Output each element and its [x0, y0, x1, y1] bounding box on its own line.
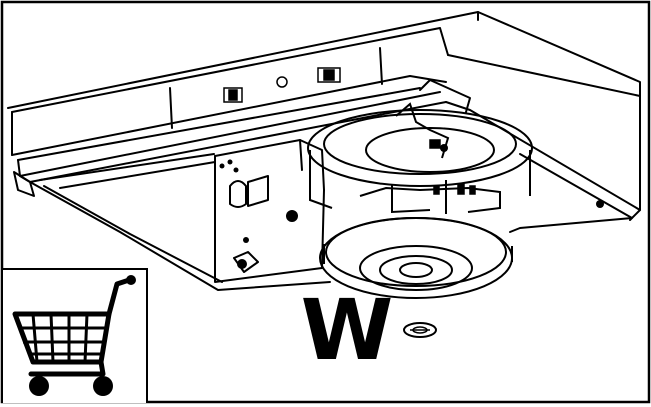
shopping-cart-icon: [12, 275, 136, 396]
light-diffuser: [319, 217, 513, 299]
hood-front-band: [11, 75, 447, 156]
hood-underside-front: [29, 181, 331, 291]
blower-unit: [307, 102, 533, 214]
part-letter-label: W: [300, 281, 394, 379]
screw-icon: [403, 322, 437, 338]
shopping-cart-box: [3, 268, 148, 403]
motor-housing: [214, 155, 325, 283]
hood-top-edge: [7, 11, 641, 109]
